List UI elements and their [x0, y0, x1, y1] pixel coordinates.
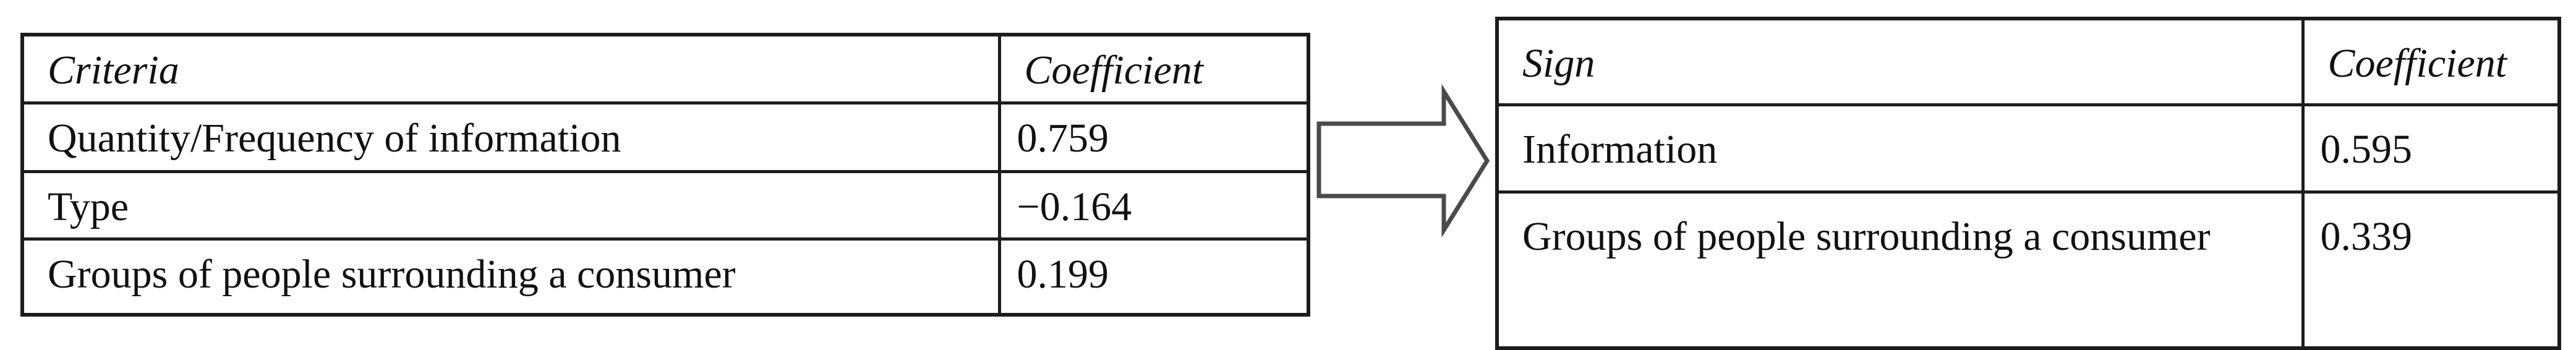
coefficient-cell: 0.759	[997, 101, 1310, 173]
table-row: Type −0.164	[20, 169, 1310, 241]
column-header-coefficient: Coefficient	[2301, 17, 2561, 106]
criteria-cell-groups-of-people: Groups of people surrounding a consumer	[20, 237, 1001, 317]
column-header-criteria: Criteria	[20, 33, 1001, 105]
table-row: Information 0.595	[1495, 103, 2561, 194]
column-header-coefficient: Coefficient	[997, 33, 1310, 105]
right-arrow-icon	[1308, 83, 1496, 238]
sign-cell-groups-of-people: Groups of people surrounding a consumer	[1495, 190, 2305, 349]
criteria-coefficient-table: Criteria Coefficient Quantity/Frequency …	[20, 33, 1310, 317]
table-row: Groups of people surrounding a consumer …	[1495, 190, 2561, 349]
table-row: Groups of people surrounding a consumer …	[20, 237, 1310, 317]
coefficient-cell: 0.595	[2301, 103, 2561, 194]
criteria-cell-quantity-frequency: Quantity/Frequency of information	[20, 101, 1001, 173]
table-header-row: Sign Coefficient	[1495, 17, 2561, 106]
block-arrow-right	[1316, 83, 1490, 238]
sign-cell-information: Information	[1495, 103, 2305, 194]
sign-coefficient-table: Sign Coefficient Information 0.595 Group…	[1495, 17, 2561, 350]
coefficient-cell: 0.339	[2301, 190, 2561, 349]
table-header-row: Criteria Coefficient	[20, 33, 1310, 105]
criteria-cell-type: Type	[20, 169, 1001, 241]
column-header-sign: Sign	[1495, 17, 2305, 106]
coefficient-cell: −0.164	[997, 169, 1310, 241]
figure-canvas: Criteria Coefficient Quantity/Frequency …	[20, 17, 2561, 350]
coefficient-cell: 0.199	[997, 237, 1310, 317]
table-row: Quantity/Frequency of information 0.759	[20, 101, 1310, 173]
